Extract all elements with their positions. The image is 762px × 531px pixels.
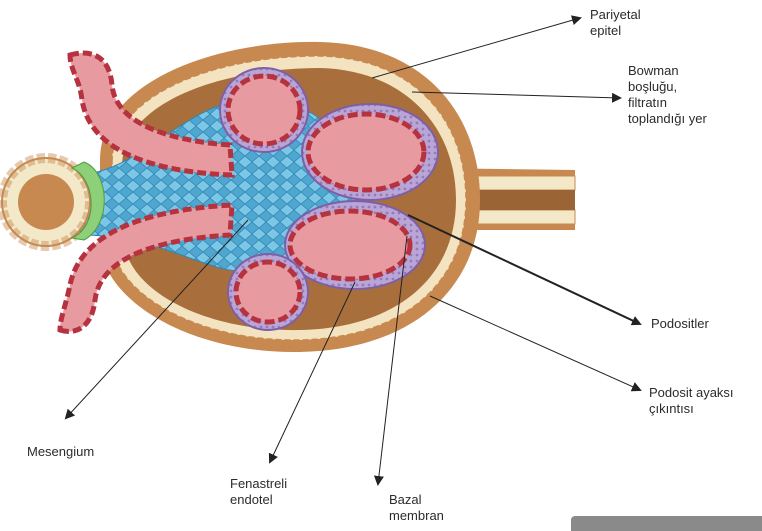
label-podositler: Podositler — [651, 316, 709, 332]
label-bowman-boslugu: Bowman boşluğu, filtratın toplandığı yer — [628, 63, 707, 127]
label-mesengium: Mesengium — [27, 444, 94, 460]
footer-bar — [571, 516, 762, 531]
distal-tubule — [2, 158, 104, 246]
label-pariyetal-epitel: Pariyetal epitel — [590, 7, 641, 39]
label-podosit-ayaksi-cikintisi: Podosit ayaksı çıkıntısı — [649, 385, 734, 417]
arrow-pariyetal — [372, 18, 580, 78]
label-bazal-membran: Bazal membran — [389, 492, 444, 524]
label-fenestreli-endotel: Fenastreli endotel — [230, 476, 287, 508]
